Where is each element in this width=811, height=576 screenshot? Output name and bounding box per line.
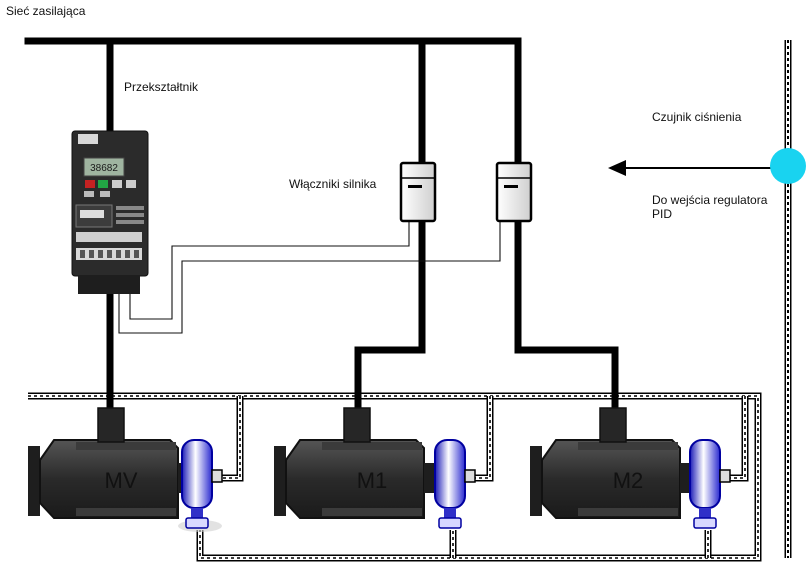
pid-input-label-line2: PID: [652, 207, 673, 221]
motor-unit-m2: [530, 407, 708, 519]
sensor-signal-arrow: [608, 160, 774, 176]
supply-network-label: Sieć zasilająca: [6, 4, 86, 18]
converter-display-text: 38682: [90, 163, 118, 174]
pump-m2: [689, 439, 731, 529]
frequency-converter: 38682: [71, 130, 149, 294]
motor-switch-1: [399, 161, 437, 223]
motor-switches-label: Włączniki silnika: [289, 177, 377, 191]
pump-m1: [434, 439, 476, 529]
converter-label: Przekształtnik: [124, 80, 199, 94]
motor-unit-m1: [274, 407, 452, 519]
discharge-pipe: [28, 392, 762, 562]
pump-mv: [181, 439, 223, 529]
pid-input-label-line1: Do wejścia regulatora: [652, 193, 768, 207]
motor-label-m1: M1: [357, 468, 388, 493]
pressure-sensor-label: Czujnik ciśnienia: [652, 110, 742, 124]
motor-label-m2: M2: [613, 468, 644, 493]
control-wires: [118, 222, 501, 334]
supply-bus: [24, 37, 619, 412]
pid-input-label: Do wejścia regulatora PID: [652, 193, 767, 221]
motor-label-mv: MV: [105, 468, 138, 493]
pressure-sensor-icon: [770, 148, 806, 184]
motor-switch-2: [495, 161, 533, 223]
